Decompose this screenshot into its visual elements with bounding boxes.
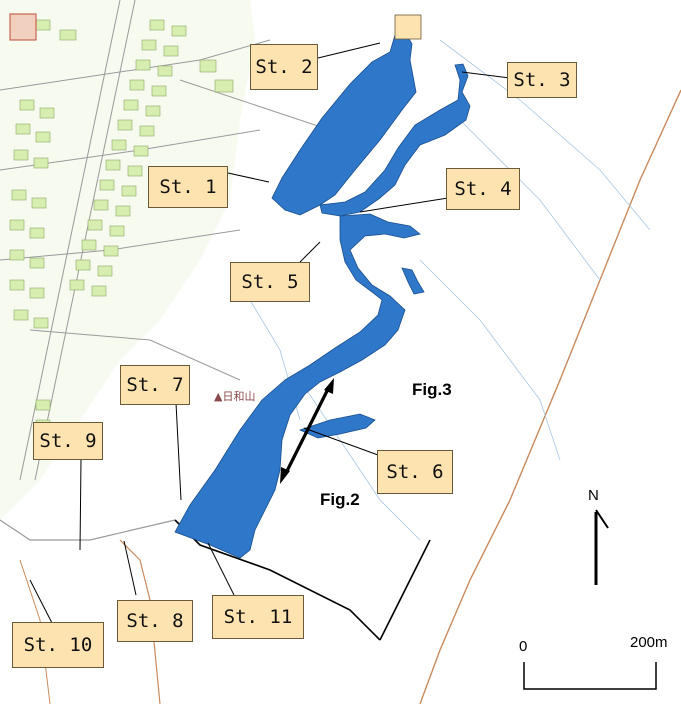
scale-bar xyxy=(523,662,657,690)
scale-end-label: 200m xyxy=(630,634,668,651)
north-label: N xyxy=(588,487,599,504)
coast-line xyxy=(419,89,681,704)
north-arrow-icon xyxy=(594,509,609,585)
coast-road xyxy=(119,539,161,704)
lagoon-water xyxy=(174,31,471,559)
fig2-label: Fig.2 xyxy=(320,490,360,509)
station-label-9: St. 9 xyxy=(33,422,103,460)
station-label-4: St. 4 xyxy=(446,168,520,210)
station-label-1: St. 1 xyxy=(148,166,228,208)
station-label-2: St. 2 xyxy=(250,44,318,90)
station-label-7: St. 7 xyxy=(120,365,190,405)
station-label-8: St. 8 xyxy=(117,600,193,642)
transect-arrow xyxy=(280,378,334,484)
place-name: ▲日和山 xyxy=(214,390,256,403)
station-label-5: St. 5 xyxy=(230,262,310,302)
scale-start-label: 0 xyxy=(519,638,528,655)
settlement-area xyxy=(0,0,361,520)
fig3-label: Fig.3 xyxy=(412,380,452,399)
station-label-11: St. 11 xyxy=(212,595,304,639)
station-label-10: St. 10 xyxy=(12,622,104,668)
station-label-3: St. 3 xyxy=(507,62,577,98)
station-label-6: St. 6 xyxy=(377,450,453,494)
stamp-icon xyxy=(9,13,37,41)
